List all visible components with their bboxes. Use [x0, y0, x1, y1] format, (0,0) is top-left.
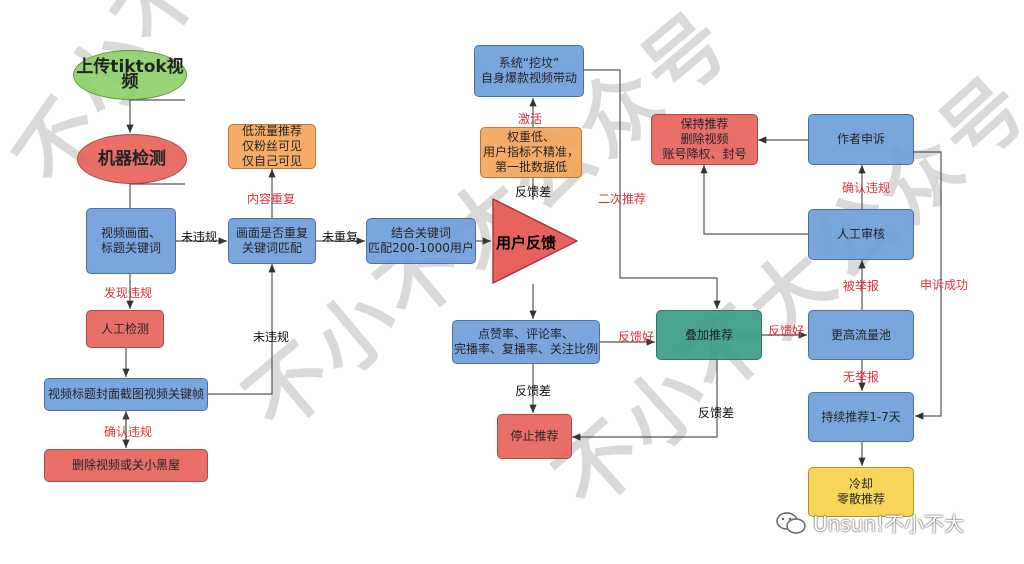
- edge-label: 反馈差: [515, 384, 552, 398]
- node-low-traffic: 低流量推荐 仅粉丝可见 仅自己可见: [228, 124, 316, 169]
- node-title-frames: 视频标题封面截图视频关键帧: [44, 378, 208, 411]
- edge-label: 无举报: [843, 370, 880, 384]
- node-continuous: 持续推荐1-7天: [808, 392, 914, 442]
- node-delete-video: 删除视频或关小黑屋: [44, 449, 208, 482]
- node-system-dig: 系统“挖坟” 自身爆款视频带动: [474, 45, 584, 97]
- edge-label: 反馈好: [768, 324, 805, 338]
- node-higher-pool: 更高流量池: [808, 310, 914, 360]
- node-keyword-match: 结合关键词 匹配200-1000用户: [366, 218, 476, 264]
- node-video-keywords: 视频画面、 标题关键词: [86, 208, 176, 274]
- edge-label: 发现违规: [104, 286, 153, 300]
- node-repeat-check: 画面是否重复 关键词匹配: [228, 218, 316, 264]
- edge-label: 申诉成功: [920, 278, 969, 292]
- node-low-weight: 权重低、 用户指标不精准， 第一批数据低: [480, 127, 582, 178]
- node-user-feedback-shape: [492, 198, 578, 284]
- account-name: Unsun!不小不大: [813, 512, 965, 536]
- edge-label: 反馈好: [618, 330, 655, 344]
- node-upload: 上传tiktok视频: [73, 50, 187, 100]
- edge-label: 确认违规: [842, 181, 891, 195]
- node-user-feedback: 用户反馈: [496, 234, 557, 252]
- edge-label: 未重复: [322, 230, 359, 244]
- node-manual-review: 人工审核: [808, 209, 914, 260]
- account-watermark: Unsun!不小不大: [775, 508, 964, 537]
- edge-label: 内容重复: [247, 192, 296, 206]
- node-cooldown: 冷却 零散推荐: [808, 467, 914, 517]
- edge-label: 确认违规: [104, 425, 153, 439]
- wechat-icon: [776, 511, 806, 534]
- edge-label: 未违规: [253, 330, 290, 344]
- node-author-appeal: 作者申诉: [808, 114, 914, 165]
- node-keep-recommend: 保持推荐 删除视频 账号降权、封号: [651, 114, 758, 165]
- node-metrics: 点赞率、评论率、 完播率、复播率、关注比例: [452, 320, 600, 364]
- node-manual-detect: 人工检测: [86, 310, 164, 348]
- edge-label: 反馈差: [515, 185, 552, 199]
- edge-label: 被举报: [843, 279, 880, 293]
- edge-label: 未违规: [181, 230, 218, 244]
- edge-label: 二次推荐: [598, 192, 647, 206]
- edge-label: 激活: [518, 112, 543, 126]
- node-stack-recommend: 叠加推荐: [656, 310, 762, 360]
- node-machine-check: 机器检测: [77, 134, 187, 184]
- node-stop: 停止推荐: [497, 414, 572, 459]
- edge-label: 反馈差: [698, 406, 735, 420]
